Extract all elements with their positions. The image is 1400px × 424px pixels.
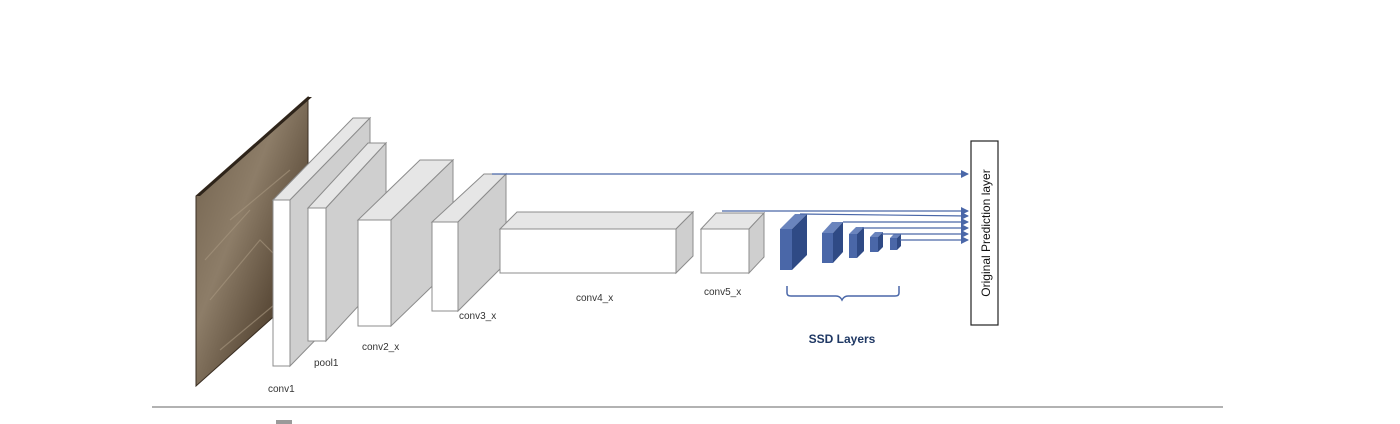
ssd-layer-5 (890, 234, 901, 250)
layer-box-conv5 (699, 211, 766, 275)
layer-box-conv2 (356, 158, 455, 328)
prediction-layer-label: Original Prediction layer (979, 169, 993, 296)
label-conv5: conv5_x (704, 287, 741, 298)
label-conv2: conv2_x (362, 342, 399, 353)
label-conv3: conv3_x (459, 311, 496, 322)
ssd-layer-1 (780, 214, 807, 270)
ssd-layer-3 (849, 227, 864, 258)
label-pool1: pool1 (314, 358, 339, 369)
connection-arrows (492, 170, 969, 244)
prediction-layer: Original Prediction layer (970, 140, 999, 326)
ssd-layer-4 (870, 232, 883, 252)
label-conv1: conv1 (268, 384, 295, 395)
ssd-bracket (786, 286, 900, 302)
label-conv4: conv4_x (576, 293, 613, 304)
clipped-figure-fragment (276, 420, 292, 424)
input-image (195, 95, 312, 388)
layer-box-conv4 (498, 210, 695, 275)
ssd-layers-label: SSD Layers (809, 332, 876, 346)
arrow-ssd1-to-prediction (799, 211, 969, 220)
ssd-layer-2 (822, 222, 843, 263)
layer-box-conv3 (430, 172, 508, 313)
